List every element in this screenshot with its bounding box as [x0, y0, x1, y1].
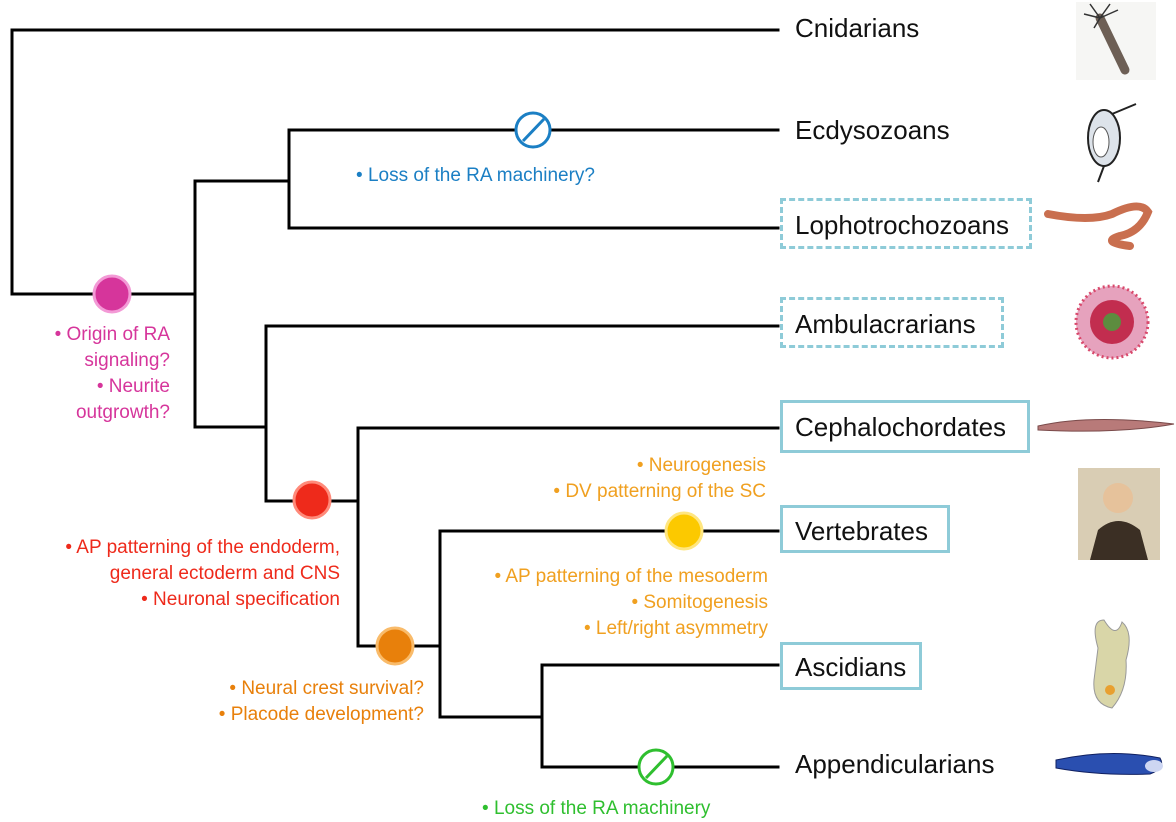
ambulacrarians-dashed-box — [780, 297, 1004, 348]
vertebrates-box — [780, 505, 950, 553]
node-vertebrate-event — [664, 511, 704, 551]
cephalochordates-box — [780, 400, 1030, 453]
annotation-line: DV patterning of the SC — [553, 479, 766, 505]
annotation-line: general ectoderm and CNS — [109, 563, 340, 584]
annotation-chordate: AP patterning of the endoderm, general e… — [65, 535, 340, 613]
loss-icon-appendicularians — [637, 748, 675, 786]
annotation-line: Loss of the RA machinery? — [356, 163, 595, 189]
ambulacrarian-illustration — [1074, 284, 1150, 360]
annotation-appendicularian-loss: Loss of the RA machinery — [482, 796, 711, 822]
lophotrochozoans-dashed-box — [780, 198, 1032, 249]
node-bilaterian-origin — [92, 274, 132, 314]
taxon-vertebrates: Vertebrates — [795, 516, 928, 546]
taxon-ecdysozoans: Ecdysozoans — [795, 115, 950, 145]
annotation-line: outgrowth? — [75, 402, 170, 423]
branch-root — [10, 28, 780, 296]
node-chordate-event — [292, 480, 332, 520]
lophotrochozoan-illustration — [1044, 202, 1153, 250]
cnidarian-illustration — [1076, 2, 1156, 80]
loss-icon-ecdysozoans — [514, 111, 552, 149]
annotation-olfactores: Neural crest survival? Placode developme… — [219, 676, 424, 728]
branch-olfactores — [438, 529, 780, 719]
taxon-lophotrochozoans: Lophotrochozoans — [795, 210, 1009, 240]
taxon-ambulacrarians: Ambulacrarians — [795, 309, 976, 339]
node-olfactores-event — [375, 626, 415, 666]
annotation-line: Neuronal specification — [65, 587, 340, 613]
appendicularian-illustration — [1055, 752, 1163, 775]
annotation-line: AP patterning of the endoderm, — [65, 535, 340, 561]
branch-protostomes — [193, 128, 780, 230]
annotation-line: Neurogenesis — [553, 453, 766, 479]
vertebrate-portrait-illustration — [1078, 468, 1160, 560]
annotation-line: Left/right asymmetry — [494, 616, 768, 642]
annotation-vertebrate-bottom: AP patterning of the mesoderm Somitogene… — [494, 564, 768, 642]
ascidian-illustration — [1093, 619, 1130, 709]
annotation-line: Somitogenesis — [494, 590, 768, 616]
annotation-vertebrate-top: Neurogenesis DV patterning of the SC — [553, 453, 766, 505]
ecdysozoan-illustration — [1087, 103, 1137, 183]
annotation-line: Neurite — [55, 374, 170, 400]
taxon-cephalochordates: Cephalochordates — [795, 412, 1007, 442]
annotation-line: Neural crest survival? — [219, 676, 424, 702]
cephalochordate-illustration — [1037, 418, 1175, 432]
annotation-line: Origin of RA — [55, 322, 170, 348]
branch-deuterostomes — [193, 324, 780, 503]
taxon-appendicularians: Appendicularians — [795, 749, 995, 779]
annotation-bilaterian: Origin of RA signaling? Neurite outgrowt… — [55, 322, 170, 426]
annotation-line: Placode development? — [219, 702, 424, 728]
annotation-ecdysozoan-loss: Loss of the RA machinery? — [356, 163, 595, 189]
taxon-ascidians: Ascidians — [795, 652, 907, 682]
annotation-line: AP patterning of the mesoderm — [494, 564, 768, 590]
taxon-cnidarians: Cnidarians — [795, 13, 920, 43]
annotation-line: Loss of the RA machinery — [482, 796, 711, 822]
ascidians-box — [780, 642, 922, 690]
annotation-line: signaling? — [84, 350, 170, 371]
